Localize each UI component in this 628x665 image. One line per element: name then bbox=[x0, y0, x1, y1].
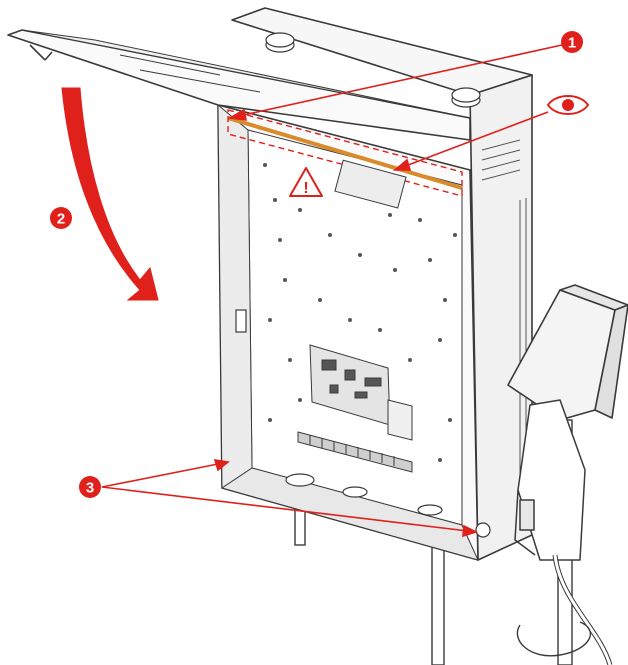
control-board bbox=[309, 344, 413, 441]
callout-leaders bbox=[101, 44, 563, 538]
warning-symbol: ! bbox=[303, 180, 308, 197]
callout-2: 2 bbox=[50, 207, 72, 229]
top-caps bbox=[265, 32, 481, 108]
callout-1: 1 bbox=[561, 31, 583, 53]
terminal-strip bbox=[297, 431, 413, 473]
curved-arrow-icon bbox=[61, 87, 159, 301]
eye-icon bbox=[546, 95, 590, 115]
mounting-holes bbox=[263, 163, 457, 462]
callout-2-label: 2 bbox=[57, 211, 65, 228]
cabinet-body bbox=[217, 7, 533, 561]
orange-cable bbox=[227, 116, 463, 190]
callout-3-label: 3 bbox=[86, 480, 94, 497]
top-bracket bbox=[334, 159, 407, 209]
charging-connector bbox=[514, 399, 613, 665]
warning-triangle-icon: ! bbox=[289, 167, 323, 197]
door-latch bbox=[235, 309, 247, 333]
callout-1-label: 1 bbox=[568, 35, 576, 52]
opened-lid bbox=[7, 29, 471, 141]
inspection-zone bbox=[227, 109, 463, 197]
cable-glands bbox=[285, 473, 491, 538]
callout-3: 3 bbox=[79, 476, 101, 498]
